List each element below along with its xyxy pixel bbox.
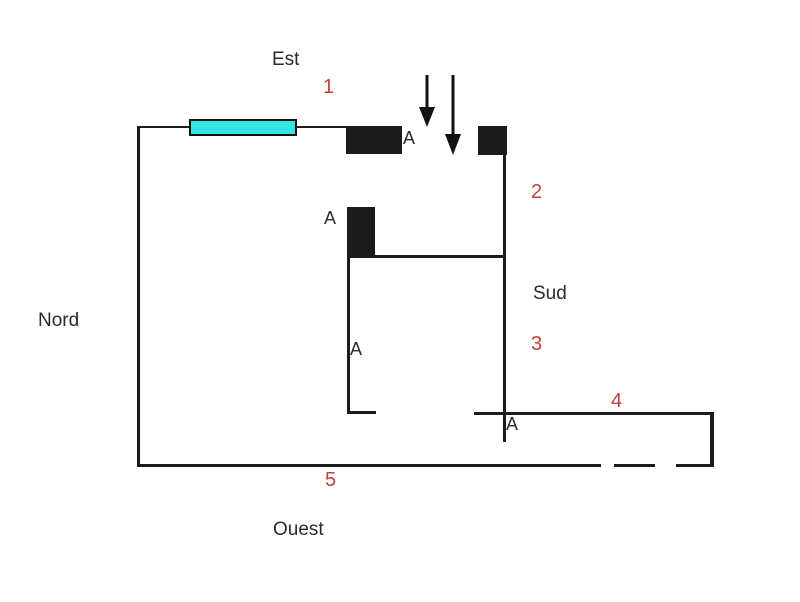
wall-number-3: 3 [531,333,543,355]
door-label-a2: A [324,208,337,228]
wall-right [503,153,506,442]
door-block-1 [346,126,402,154]
wall-bottom-segment [137,464,601,467]
compass-label-est: Est [272,49,300,70]
wall-lower-horizontal [474,412,714,415]
wall-left [137,126,140,467]
wall-number-4: 4 [611,390,623,412]
wall-lower-right-vertical [710,412,714,467]
wall-bottom-segment [676,464,714,467]
compass-label-ouest: Ouest [273,519,324,540]
compass-label-sud: Sud [533,283,567,304]
compass-label-nord: Nord [38,310,80,331]
wall-bottom-segment [614,464,655,467]
door-label-a1: A [403,128,416,148]
wall-mid-horizontal [347,255,506,258]
wall-number-1: 1 [323,76,335,98]
wall-number-2: 2 [531,181,543,203]
wall-number-5: 5 [325,469,337,491]
wall-inner-vertical [347,255,350,414]
door-label-a4: A [506,414,519,434]
door-block-3 [347,207,375,257]
down-arrow-icon [419,75,461,155]
wall-inner-foot [347,411,376,414]
window-rect [189,119,297,136]
door-label-a3: A [350,339,363,359]
door-block-2 [478,126,507,155]
